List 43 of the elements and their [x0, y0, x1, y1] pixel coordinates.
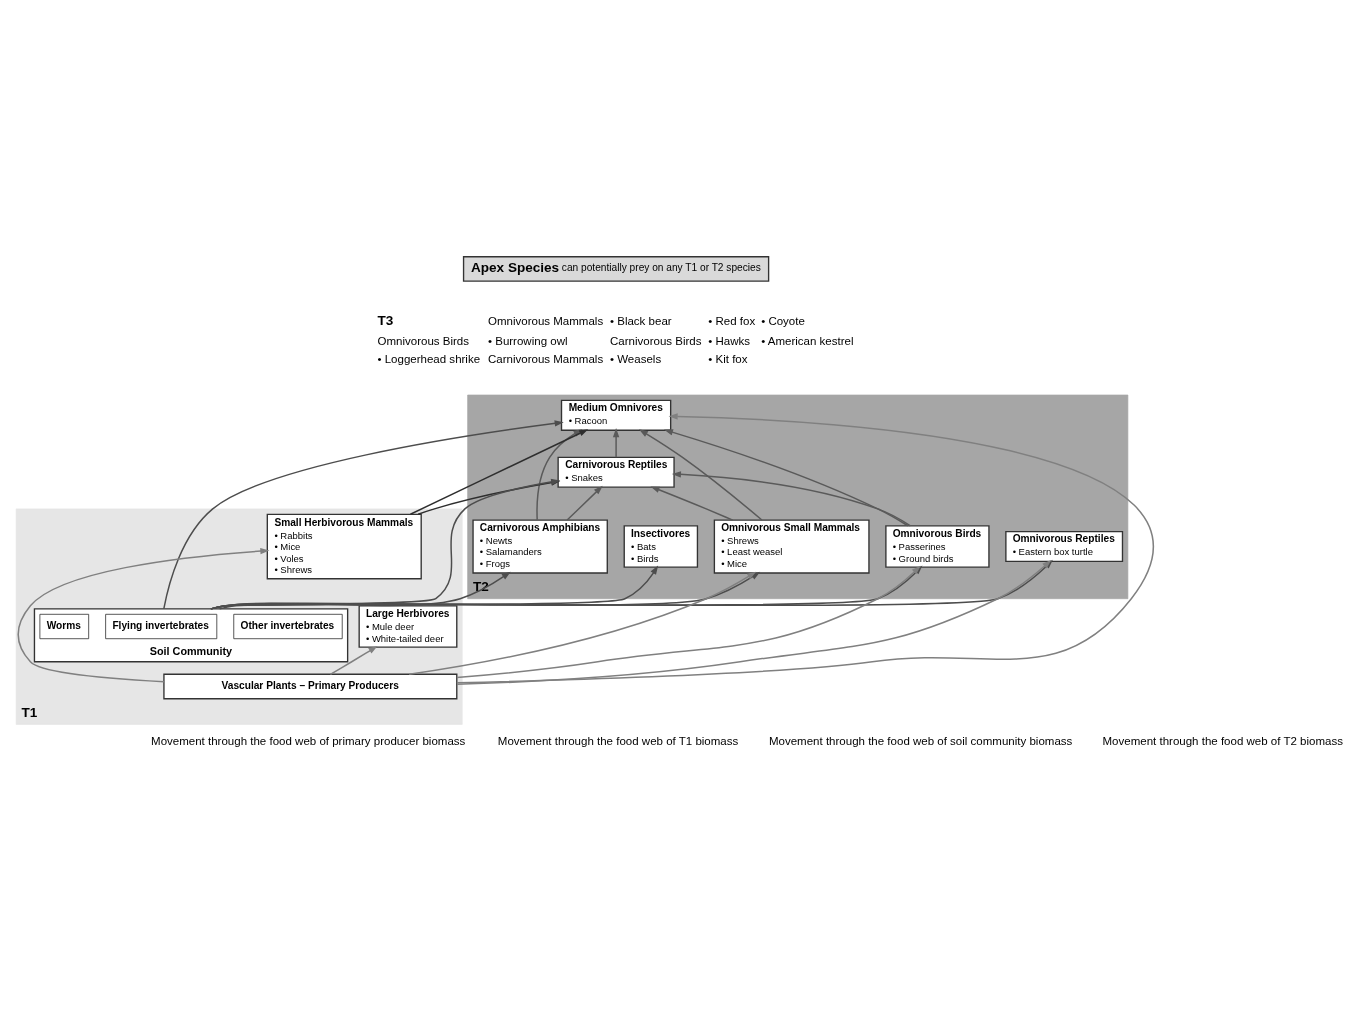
label: Carnivorous Birds [609, 334, 702, 347]
arrow [17, 547, 270, 683]
node-box: Omnivorous Reptiles • Eastern box turtle [1005, 530, 1124, 563]
arrow [671, 471, 912, 527]
arrow [210, 571, 511, 610]
label: • Kit fox [708, 352, 748, 365]
node-box: Omnivorous Small Mammals • Shrews • Least weasel • Mice [713, 519, 870, 574]
label: • Weasels [609, 352, 662, 365]
label: • American kestrel [761, 334, 854, 347]
node-box: Flying invertebrates [105, 613, 218, 640]
legend-label: Movement through the food web of soil community biomass [768, 734, 1073, 747]
arrow [663, 429, 909, 527]
node-box: Omnivorous Birds • Passerines • Ground birds [885, 525, 990, 568]
node-box: Vascular Plants – Primary Producers [163, 673, 458, 700]
label: • Black bear [609, 315, 672, 328]
legend-label: Movement through the food web of primary producer biomass [151, 734, 466, 747]
arrow [218, 565, 659, 610]
legend-label: Movement through the food web of T2 biomass [1102, 734, 1343, 747]
node-box: Large Herbivores • Mule deer • White-tailed deer [358, 605, 458, 648]
node-box: Carnivorous Reptiles • Snakes [557, 456, 675, 488]
arrow [612, 428, 620, 459]
legend-label: Movement through the food web of T1 biomass [497, 734, 739, 747]
label: • Burrowing owl [487, 334, 568, 347]
arrow [566, 485, 603, 521]
label: Omnivorous Mammals [487, 315, 604, 328]
node-box: Insectivores • Bats • Birds [623, 525, 699, 568]
label: T3 [377, 313, 394, 329]
arrow [456, 413, 1152, 684]
node-box: Medium Omnivores • Racoon [560, 399, 672, 431]
label: Carnivorous Mammals [487, 352, 604, 365]
node-box: Worms [39, 613, 90, 640]
arrow [650, 486, 734, 521]
label: • Red fox [708, 315, 756, 328]
node-box: Apex Species can potentially prey on any T1 or T2 species [462, 256, 770, 282]
node-box: Other invertebrates [233, 613, 343, 640]
arrow [638, 429, 763, 521]
node-box: Small Herbivorous Mammals • Rabbits • Mice • Voles • Shrews [266, 513, 422, 580]
label: Omnivorous Birds [377, 334, 469, 347]
label: • Hawks [708, 334, 751, 347]
node-box: Carnivorous Amphibians • Newts • Salamanders • Frogs [472, 519, 608, 574]
arrow [408, 571, 757, 676]
label: • Loggerhead shrike [377, 352, 481, 365]
label: • Coyote [761, 315, 805, 328]
